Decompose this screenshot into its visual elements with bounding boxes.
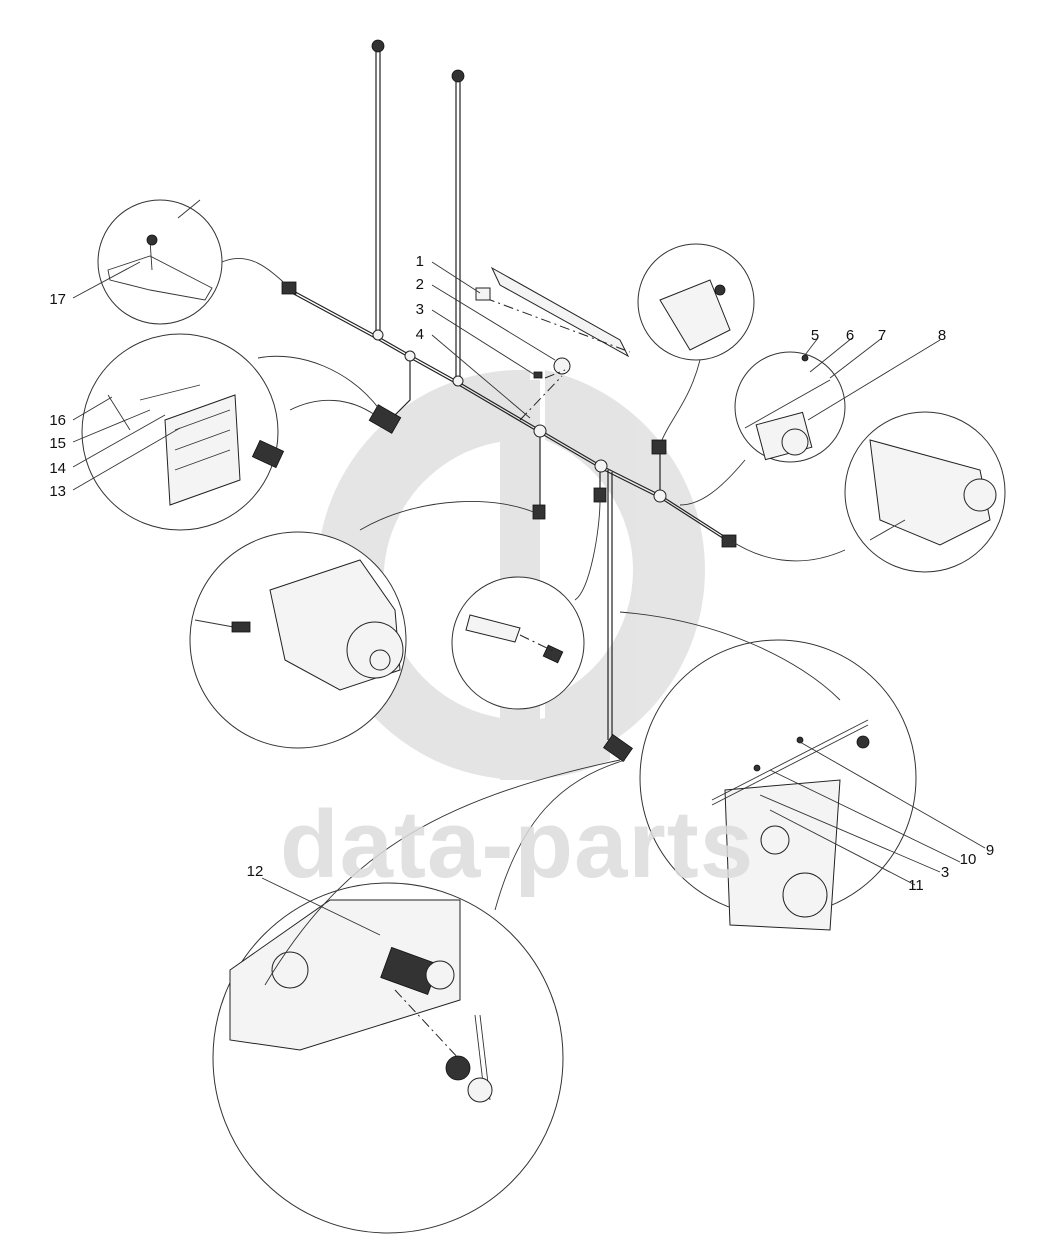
connector-icon <box>651 439 667 455</box>
callout-10: 10 <box>960 851 977 868</box>
connector-icon <box>593 487 607 503</box>
connector-icon <box>721 534 737 548</box>
callout-3b: 3 <box>941 864 949 881</box>
callout-12: 12 <box>247 863 264 880</box>
callout-2: 2 <box>416 276 424 293</box>
callout-17: 17 <box>49 291 66 308</box>
connector-icon <box>603 734 633 762</box>
detail-sensor-17 <box>97 199 291 325</box>
detail-sensor-top-right <box>637 243 755 441</box>
callout-leaders <box>72 261 986 936</box>
callout-16: 16 <box>49 412 66 429</box>
detail-coolant-sensor <box>729 411 1006 573</box>
callout-3: 3 <box>416 301 424 318</box>
ecu-connector-icon <box>368 404 402 434</box>
callout-5: 5 <box>811 327 819 344</box>
callout-1: 1 <box>416 253 424 270</box>
connector-icon <box>371 39 385 53</box>
callout-9: 9 <box>986 842 994 859</box>
detail-sensor-8 <box>679 351 846 506</box>
callout-6: 6 <box>846 327 854 344</box>
detail-cylinder-head <box>494 611 917 931</box>
watermark-text: data-parts <box>280 791 755 898</box>
callout-7: 7 <box>878 327 886 344</box>
connector-icon <box>451 69 465 83</box>
bracket-assembly <box>475 266 631 421</box>
callout-13: 13 <box>49 483 66 500</box>
connector-icon <box>281 281 297 295</box>
callout-14: 14 <box>49 460 66 477</box>
callout-4: 4 <box>416 326 424 343</box>
detail-sensor-12 <box>212 759 621 1234</box>
callout-8: 8 <box>938 327 946 344</box>
detail-sensor-middle <box>451 499 601 710</box>
callout-11: 11 <box>908 877 924 894</box>
callout-labels: 1 2 3 4 5 6 7 8 9 10 3 11 12 13 14 15 16… <box>49 253 994 894</box>
wiring-harness <box>281 39 737 762</box>
connector-icon <box>532 504 546 520</box>
callout-15: 15 <box>49 435 66 452</box>
detail-injection-pump <box>189 501 541 749</box>
detail-ecu-13 <box>81 333 381 531</box>
